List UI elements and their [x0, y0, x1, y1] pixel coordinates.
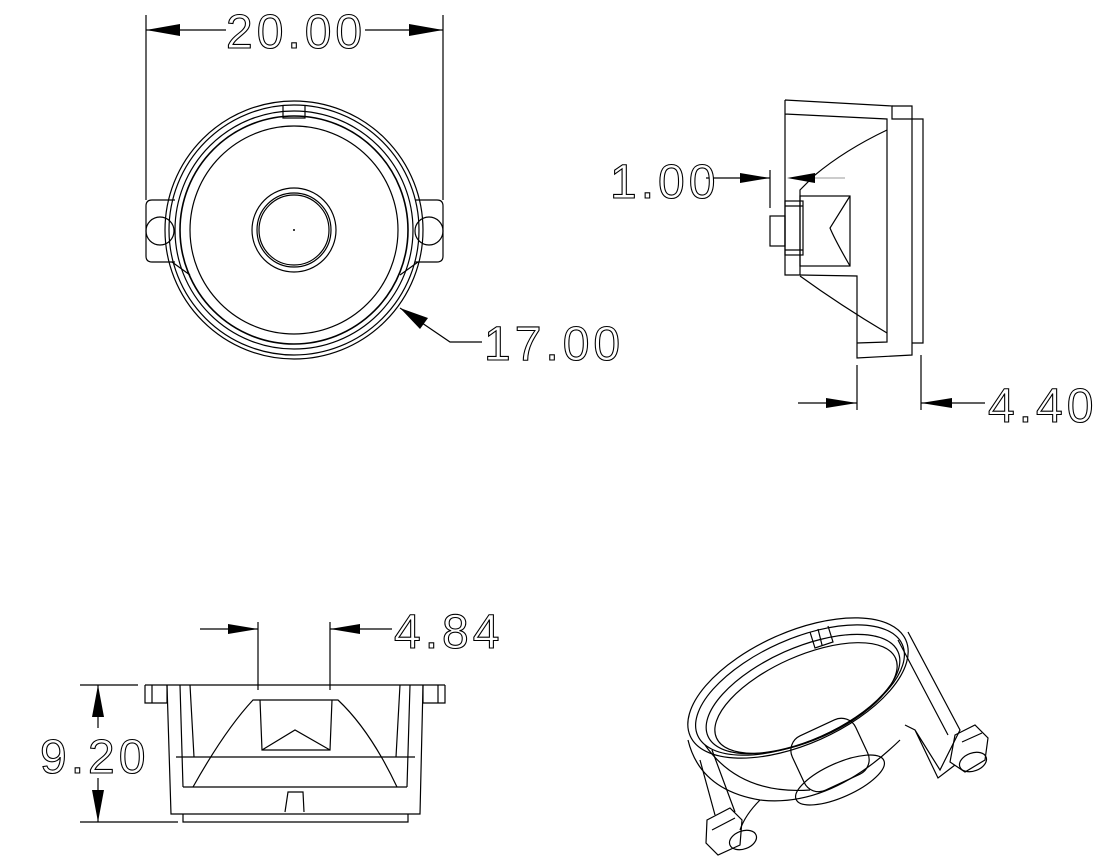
iso-left-boss — [705, 807, 743, 856]
arrowhead — [228, 624, 258, 634]
extension-lines — [145, 15, 444, 200]
dimension-height: 9.20 — [40, 731, 149, 784]
arrowhead — [921, 398, 952, 408]
lens-section — [259, 699, 333, 751]
rim-ring — [174, 110, 414, 350]
dimension-overall-width: 20.00 — [226, 6, 366, 59]
base — [182, 814, 409, 823]
arrowhead — [330, 624, 360, 634]
dimension-line — [200, 622, 392, 690]
isometric-view — [687, 617, 989, 856]
center-lens-outer — [251, 187, 337, 273]
center-mark — [293, 229, 295, 231]
arrowhead — [400, 308, 428, 329]
cone-upper — [799, 129, 888, 275]
dimension-line — [80, 684, 178, 823]
iso-key-slot — [809, 625, 834, 649]
iso-lens-top — [790, 717, 870, 793]
arrowhead — [826, 398, 857, 408]
housing-walls — [166, 684, 424, 815]
dimension-inner-diameter: 17.00 — [484, 318, 624, 371]
flange-top — [144, 684, 446, 704]
dimension-lens-width: 4.84 — [394, 606, 503, 659]
dimension-flange-depth: 4.40 — [988, 380, 1097, 433]
cone-lower — [799, 275, 888, 334]
iso-face — [714, 642, 898, 754]
iso-inner-rim — [705, 633, 901, 755]
iso-left-arm — [699, 749, 761, 831]
key-slot — [282, 106, 306, 119]
lens-face — [189, 125, 399, 335]
iso-outer-rim — [687, 617, 909, 759]
left-mount-hole — [145, 216, 175, 246]
lens-block — [799, 195, 851, 267]
iso-body — [687, 739, 901, 802]
arrowhead — [787, 173, 815, 183]
center-lens — [256, 192, 332, 268]
side-view: 1.00 4.40 — [609, 99, 1097, 434]
outer-rim — [164, 100, 424, 360]
housing-profile — [784, 99, 913, 359]
dimension-lens-offset: 1.00 — [610, 156, 719, 209]
right-mount-hole — [414, 216, 444, 246]
inner-ring — [179, 115, 409, 345]
arrowhead — [409, 24, 443, 36]
iso-right-hole — [958, 751, 988, 773]
cone-profile — [192, 699, 398, 788]
arrowhead — [92, 685, 104, 717]
tab-edges — [171, 261, 419, 276]
front-view: 9.20 4.84 — [39, 605, 503, 823]
rim-ring — [168, 104, 420, 356]
flange — [892, 105, 924, 344]
inner-lines — [176, 756, 415, 788]
notch — [284, 791, 305, 813]
center-lens-inner — [258, 194, 330, 266]
arrowhead — [146, 24, 180, 36]
lens-curve — [829, 195, 851, 267]
arrowhead — [740, 173, 770, 183]
iso-right-arm — [897, 631, 961, 779]
arrowhead — [92, 790, 104, 822]
iso-lens-bottom — [795, 754, 885, 806]
iso-right-boss — [949, 724, 989, 773]
iso-left-hole — [728, 829, 758, 851]
collar-lines — [785, 205, 803, 251]
top-view: 20.00 17.00 — [145, 5, 624, 372]
lens-stub — [769, 215, 786, 247]
dimension-line — [798, 355, 985, 410]
